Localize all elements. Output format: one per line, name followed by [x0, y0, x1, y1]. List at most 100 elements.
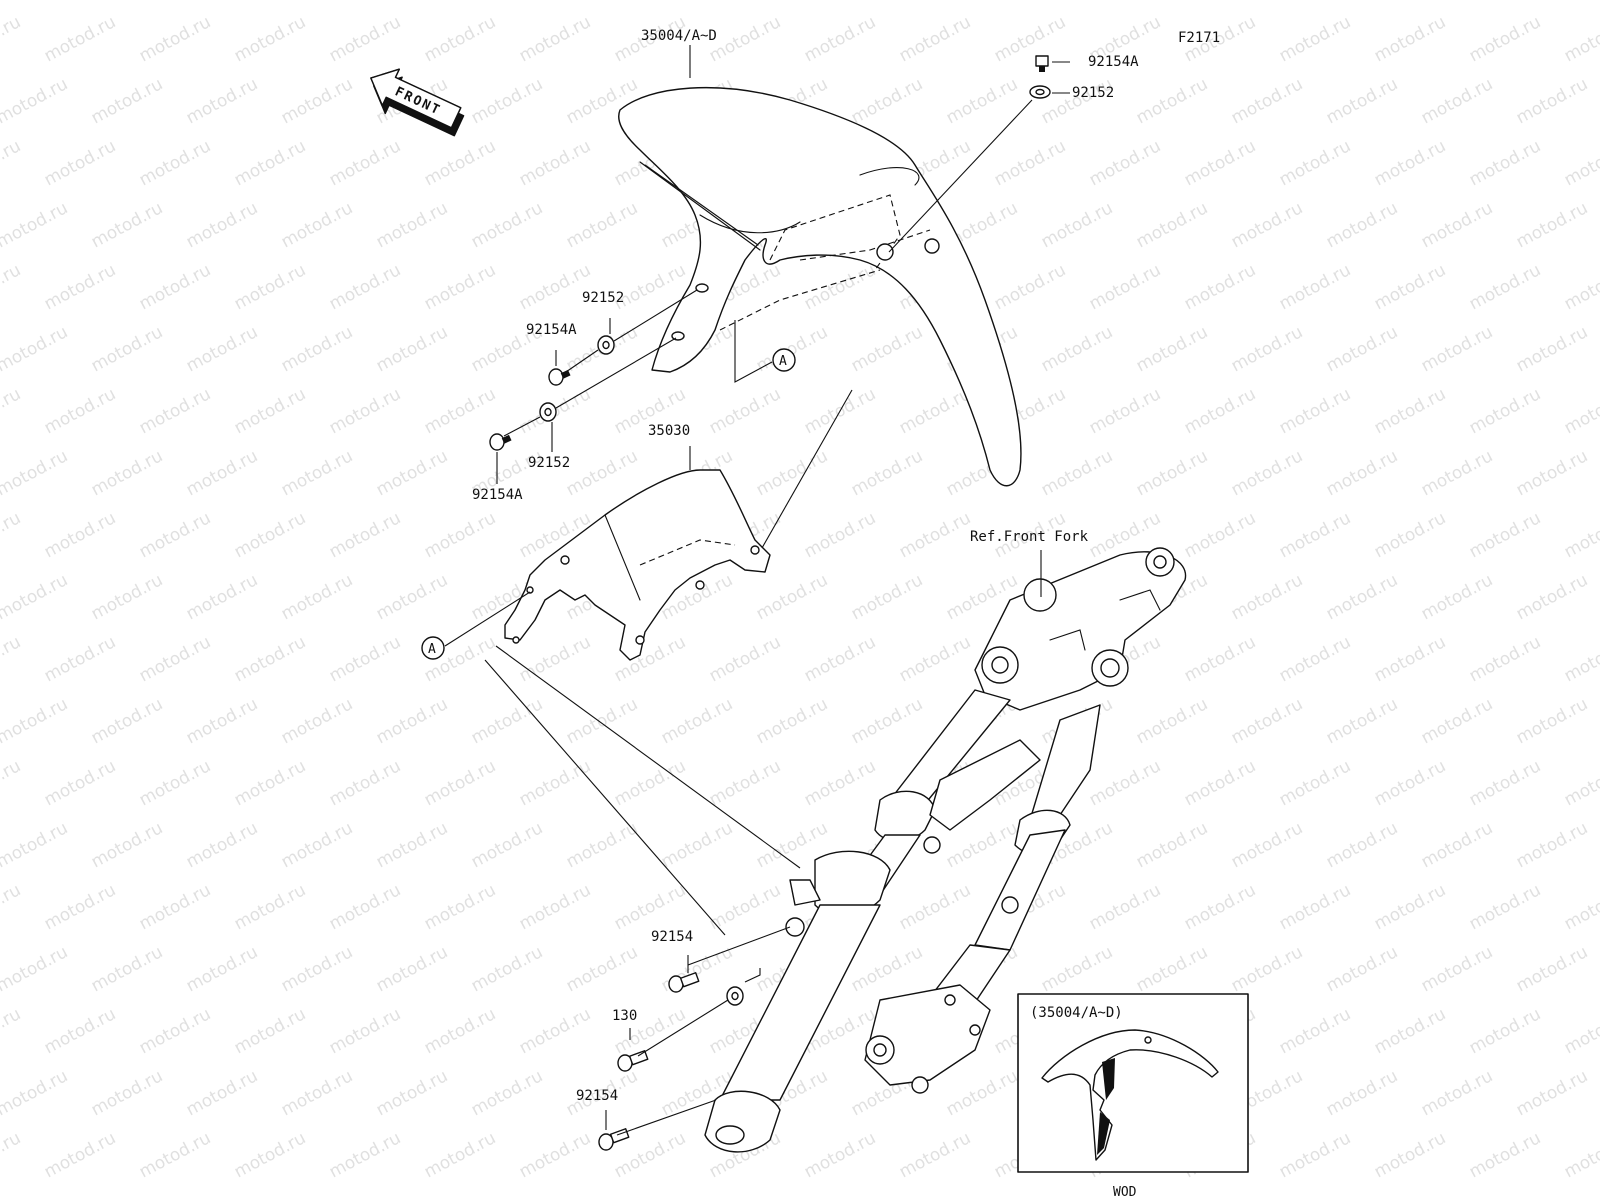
watermark-text: motod.ru — [848, 74, 926, 128]
callout-a-lower: A — [421, 636, 445, 660]
watermark-text: motod.ru — [136, 880, 214, 934]
watermark-text: motod.ru — [1086, 384, 1164, 438]
label-washer-top: 92152 — [1072, 85, 1114, 101]
washer-fork — [726, 986, 744, 1006]
watermark-text: motod.ru — [1466, 12, 1544, 66]
watermark-text: motod.ru — [1513, 0, 1591, 4]
front-fender — [618, 86, 1022, 487]
watermark-text: motod.ru — [0, 1066, 71, 1120]
watermark-text: motod.ru — [991, 260, 1069, 314]
watermark-text: motod.ru — [1181, 880, 1259, 934]
watermark-text: motod.ru — [1561, 632, 1600, 686]
watermark-text: motod.ru — [1086, 880, 1164, 934]
watermark-text: motod.ru — [1561, 1004, 1600, 1058]
watermark-text: motod.ru — [801, 1128, 879, 1182]
callout-a-lower-letter: A — [428, 642, 436, 657]
watermark-text: motod.ru — [1561, 260, 1600, 314]
watermark-text: motod.ru — [896, 12, 974, 66]
watermark-text: motod.ru — [563, 0, 641, 4]
watermark-text: motod.ru — [468, 942, 546, 996]
washer-92152-left-1 — [597, 335, 615, 355]
watermark-text: motod.ru — [991, 136, 1069, 190]
watermark-text: motod.ru — [706, 12, 784, 66]
watermark-text: motod.ru — [373, 942, 451, 996]
watermark-text: motod.ru — [1418, 570, 1496, 624]
watermark-text: motod.ru — [373, 322, 451, 376]
watermark-text: motod.ru — [88, 942, 166, 996]
watermark-text: motod.ru — [1418, 322, 1496, 376]
watermark-text: motod.ru — [1276, 508, 1354, 562]
watermark-text: motod.ru — [1276, 12, 1354, 66]
watermark-text: motod.ru — [41, 12, 119, 66]
watermark-text: motod.ru — [1466, 756, 1544, 810]
watermark-text: motod.ru — [1466, 1128, 1544, 1182]
watermark-text: motod.ru — [1371, 1004, 1449, 1058]
watermark-text: motod.ru — [326, 880, 404, 934]
watermark-text: motod.ru — [1513, 818, 1591, 872]
watermark-text: motod.ru — [278, 942, 356, 996]
watermark-text: motod.ru — [706, 632, 784, 686]
watermark-text: motod.ru — [0, 260, 24, 314]
watermark-text: motod.ru — [1371, 12, 1449, 66]
watermark-text: motod.ru — [1466, 880, 1544, 934]
label-bolt-130: 130 — [612, 1008, 637, 1024]
washer-92152-top — [1029, 85, 1051, 99]
watermark-text: motod.ru — [41, 880, 119, 934]
watermark-text: motod.ru — [1181, 136, 1259, 190]
watermark-text: motod.ru — [1513, 694, 1591, 748]
watermark-text: motod.ru — [183, 0, 261, 4]
watermark-text: motod.ru — [373, 446, 451, 500]
watermark-text: motod.ru — [706, 756, 784, 810]
watermark-text: motod.ru — [1561, 12, 1600, 66]
watermark-text: motod.ru — [1276, 756, 1354, 810]
watermark-text: motod.ru — [1513, 942, 1591, 996]
watermark-text: motod.ru — [421, 1128, 499, 1182]
watermark-text: motod.ru — [231, 632, 309, 686]
watermark-text: motod.ru — [563, 694, 641, 748]
watermark-text: motod.ru — [0, 818, 71, 872]
watermark-text: motod.ru — [41, 260, 119, 314]
watermark-text: motod.ru — [1133, 818, 1211, 872]
watermark-text: motod.ru — [326, 632, 404, 686]
watermark-text: motod.ru — [896, 1128, 974, 1182]
bolt-92154a-left-1 — [548, 368, 571, 386]
inset-caption: WOD — [1113, 1185, 1137, 1200]
watermark-text: motod.ru — [848, 446, 926, 500]
watermark-text: motod.ru — [278, 570, 356, 624]
watermark-text: motod.ru — [136, 632, 214, 686]
watermark-text: motod.ru — [706, 384, 784, 438]
watermark-text: motod.ru — [0, 1004, 24, 1058]
watermark-text: motod.ru — [1323, 942, 1401, 996]
front-arrow: FRONT — [370, 68, 465, 137]
watermark-text: motod.ru — [1323, 446, 1401, 500]
leader-lines — [444, 45, 1070, 1136]
watermark-text: motod.ru — [516, 880, 594, 934]
watermark-text: motod.ru — [421, 880, 499, 934]
watermark-text: motod.ru — [231, 260, 309, 314]
watermark-text: motod.ru — [278, 74, 356, 128]
watermark-text: motod.ru — [88, 694, 166, 748]
watermark-text: motod.ru — [1561, 136, 1600, 190]
watermark-text: motod.ru — [943, 74, 1021, 128]
watermark-text: motod.ru — [848, 694, 926, 748]
watermark-text: motod.ru — [1181, 508, 1259, 562]
watermark-text: motod.ru — [88, 0, 166, 4]
watermark-text: motod.ru — [136, 756, 214, 810]
watermark-text: motod.ru — [1418, 818, 1496, 872]
watermark-text: motod.ru — [1038, 0, 1116, 4]
watermark-text: motod.ru — [41, 1004, 119, 1058]
watermark-text: motod.ru — [0, 74, 71, 128]
watermark-text: motod.ru — [658, 0, 736, 4]
watermark-text: motod.ru — [1466, 260, 1544, 314]
watermark-text: motod.ru — [373, 818, 451, 872]
watermark-text: motod.ru — [1513, 1066, 1591, 1120]
watermark-text: motod.ru — [1038, 198, 1116, 252]
watermark-text: motod.ru — [136, 12, 214, 66]
watermark-text: motod.ru — [373, 570, 451, 624]
watermark-text: motod.ru — [611, 880, 689, 934]
watermark-text: motod.ru — [896, 508, 974, 562]
watermark-text: motod.ru — [611, 756, 689, 810]
watermark-text: motod.ru — [88, 446, 166, 500]
watermark-text: motod.ru — [1466, 384, 1544, 438]
watermark-text: motod.ru — [41, 136, 119, 190]
